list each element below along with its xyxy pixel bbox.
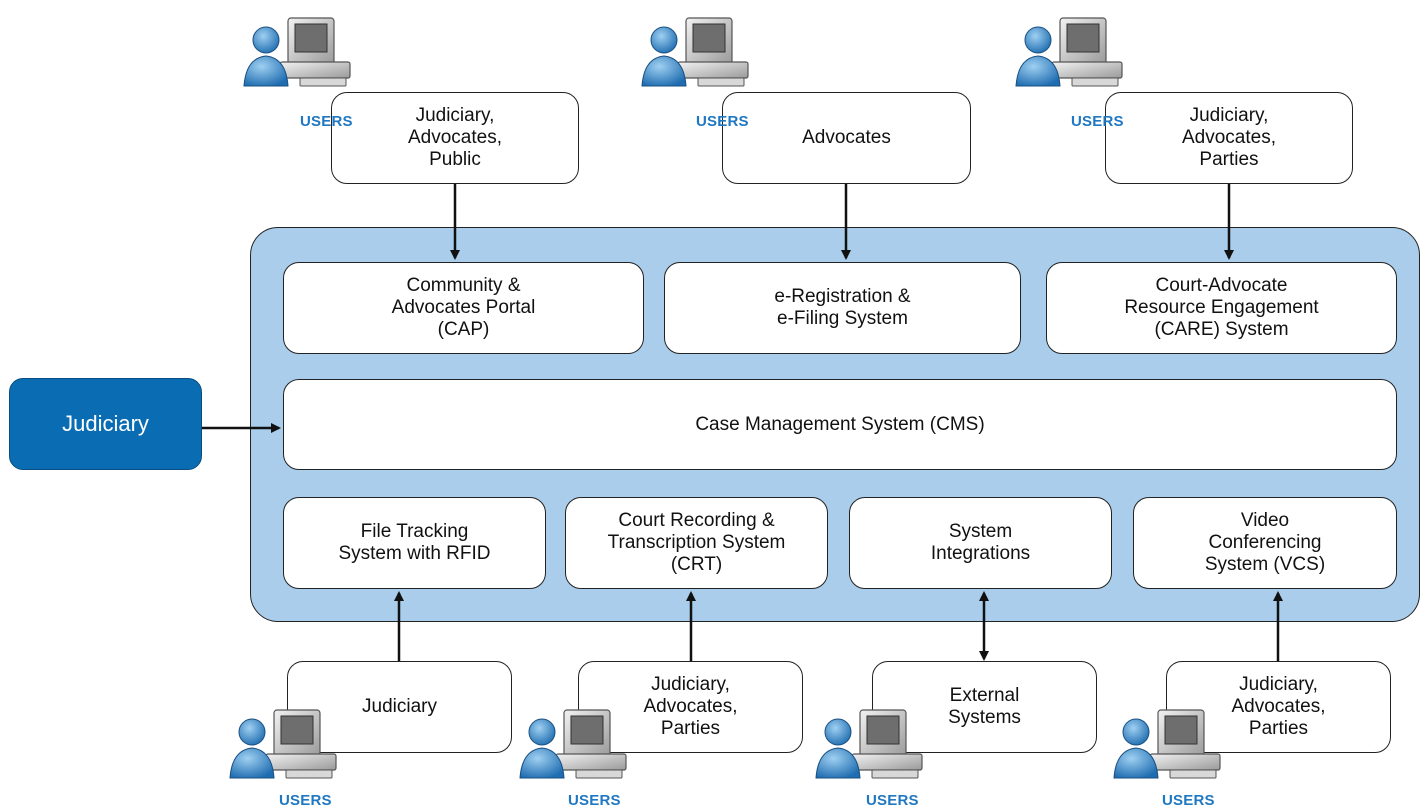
system-cap-label: Community & Advocates Portal (CAP) <box>391 275 536 340</box>
system-cap: Community & Advocates Portal (CAP) <box>283 262 644 354</box>
bottom-user-group-2: Judiciary, Advocates, Parties <box>578 661 803 753</box>
system-e-registration: e-Registration & e-Filing System <box>664 262 1021 354</box>
users-label: USERS <box>696 113 749 130</box>
user-computer-icon <box>812 706 932 786</box>
top-user-group-3-label: Judiciary, Advocates, Parties <box>1182 105 1276 170</box>
system-crt-label: Court Recording & Transcription System (… <box>607 510 786 575</box>
bottom-user-group-3-label: External Systems <box>948 685 1021 728</box>
bottom-user-group-2-label: Judiciary, Advocates, Parties <box>643 674 738 739</box>
user-computer-icon <box>240 14 360 94</box>
system-cms-label: Case Management System (CMS) <box>695 413 985 435</box>
system-file-tracking: File Tracking System with RFID <box>283 497 546 589</box>
users-label: USERS <box>866 792 919 809</box>
user-computer-icon <box>638 14 758 94</box>
bottom-user-group-1: Judiciary <box>287 661 512 753</box>
system-file-tracking-label: File Tracking System with RFID <box>338 521 491 564</box>
system-vcs-label: Video Conferencing System (VCS) <box>1204 510 1326 575</box>
judiciary-node-label: Judiciary <box>62 411 149 436</box>
system-integrations: System Integrations <box>849 497 1112 589</box>
top-user-group-1: Judiciary, Advocates, Public <box>331 92 579 184</box>
bottom-user-group-1-label: Judiciary <box>362 696 437 717</box>
system-care-label: Court-Advocate Resource Engagement (CARE… <box>1124 275 1319 340</box>
system-cms: Case Management System (CMS) <box>283 379 1397 470</box>
user-computer-icon <box>1012 14 1132 94</box>
system-e-registration-label: e-Registration & e-Filing System <box>774 286 911 329</box>
users-label: USERS <box>1162 792 1215 809</box>
top-user-group-2: Advocates <box>722 92 971 184</box>
top-user-group-1-label: Judiciary, Advocates, Public <box>408 105 502 170</box>
bottom-user-group-3: External Systems <box>872 661 1097 753</box>
system-vcs: Video Conferencing System (VCS) <box>1133 497 1397 589</box>
users-label: USERS <box>300 113 353 130</box>
bottom-user-group-4-label: Judiciary, Advocates, Parties <box>1231 674 1326 739</box>
user-computer-icon <box>1110 706 1230 786</box>
system-care: Court-Advocate Resource Engagement (CARE… <box>1046 262 1397 354</box>
top-user-group-2-label: Advocates <box>802 127 891 148</box>
users-label: USERS <box>1071 113 1124 130</box>
system-crt: Court Recording & Transcription System (… <box>565 497 828 589</box>
system-integrations-label: System Integrations <box>930 521 1031 564</box>
users-label: USERS <box>568 792 621 809</box>
judiciary-node: Judiciary <box>9 378 202 470</box>
user-computer-icon <box>226 706 346 786</box>
users-label: USERS <box>279 792 332 809</box>
top-user-group-3: Judiciary, Advocates, Parties <box>1105 92 1353 184</box>
user-computer-icon <box>516 706 636 786</box>
